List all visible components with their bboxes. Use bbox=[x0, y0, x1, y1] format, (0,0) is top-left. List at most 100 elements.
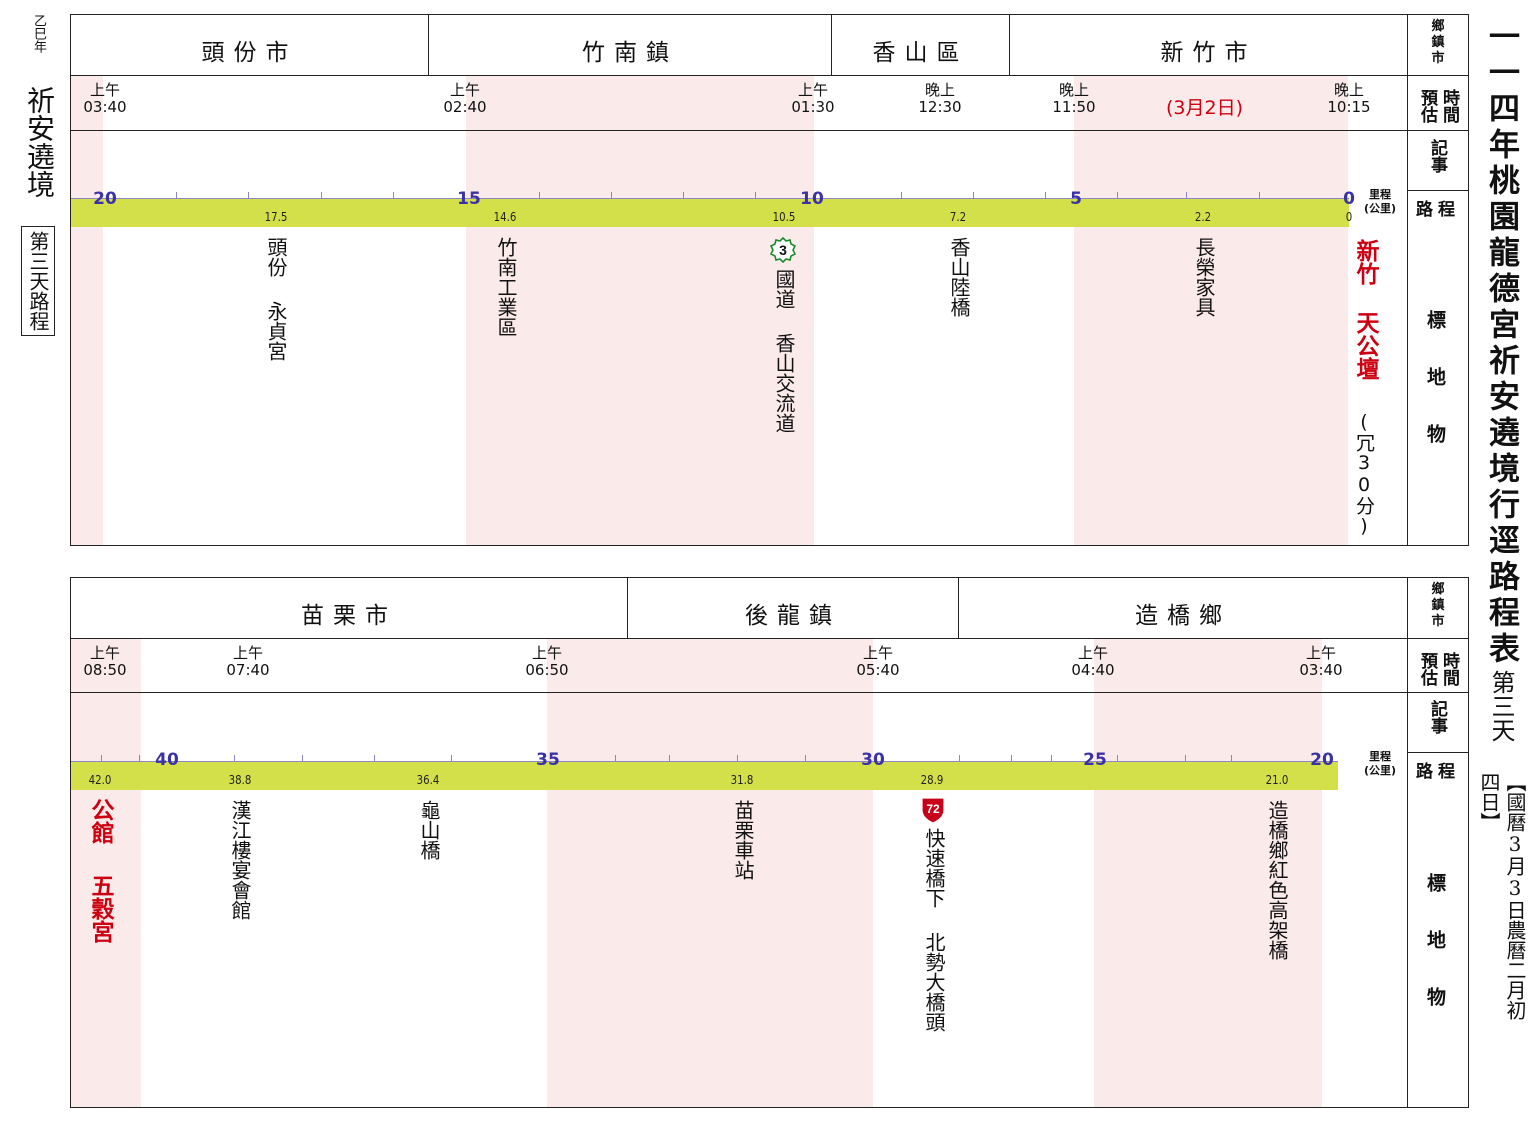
scale-tick bbox=[1117, 192, 1118, 199]
svg-text:3: 3 bbox=[779, 242, 787, 258]
divider bbox=[71, 130, 1468, 131]
district-label: 竹南鎮 bbox=[582, 40, 678, 66]
scale-tick bbox=[374, 755, 375, 762]
landmark: 竹南工業區 bbox=[494, 237, 518, 337]
divider bbox=[1407, 752, 1468, 753]
start-temple-line1: 新竹 bbox=[1352, 239, 1378, 285]
right-header: 一一四年桃園龍德宮祈安遶境行逕路程表 第三天 【國曆3月3日農曆二月初四日】 bbox=[1474, 14, 1532, 1114]
landmark: 長榮家具 bbox=[1192, 237, 1216, 317]
scale-tick bbox=[973, 192, 974, 199]
scale-tick bbox=[755, 192, 756, 199]
divider bbox=[428, 15, 429, 75]
scale-tick bbox=[737, 755, 738, 762]
time-band bbox=[547, 638, 873, 1107]
time-band bbox=[1094, 638, 1322, 1107]
landmark: 頭份 永貞宮 bbox=[264, 237, 288, 361]
landmark: 香山陸橋 bbox=[947, 237, 971, 317]
day-label: 第三天 bbox=[1487, 670, 1515, 742]
row-label-distance: 路程 bbox=[1416, 200, 1460, 220]
row-label-time: 時間預估 bbox=[1417, 89, 1459, 123]
scale-tick bbox=[1011, 755, 1012, 762]
divider bbox=[1407, 190, 1468, 191]
scale-tick bbox=[1185, 755, 1186, 762]
scale-tick bbox=[248, 192, 249, 199]
scale-tick bbox=[176, 192, 177, 199]
time-band bbox=[466, 75, 814, 545]
scale-tick bbox=[1117, 755, 1118, 762]
landmark: 造橋鄉紅色高架橋 bbox=[1265, 800, 1289, 960]
landmark: 漢江樓宴會館 bbox=[228, 800, 252, 920]
major-tick-label: 10 bbox=[800, 189, 824, 209]
distance-scale bbox=[71, 198, 1349, 199]
row-label-landmark: 標地物 bbox=[1424, 873, 1446, 1044]
scale-tick bbox=[1186, 192, 1187, 199]
year-label: 乙巳年 bbox=[31, 14, 46, 53]
scale-tick bbox=[901, 192, 902, 199]
scale-tick bbox=[1231, 755, 1232, 762]
scale-tick bbox=[234, 755, 235, 762]
end-temple-line2: 五穀宮 bbox=[87, 874, 113, 943]
km-value: 14.6 bbox=[493, 210, 517, 224]
distance-unit: 里程(公里) bbox=[1363, 188, 1397, 215]
left-header: 乙巳年 祈安遶境 第三天路程 bbox=[18, 14, 62, 374]
row-label-time: 時間預估 bbox=[1417, 652, 1459, 686]
main-title: 一一四年桃園龍德宮祈安遶境行逕路程表 bbox=[1483, 20, 1519, 668]
end-temple-line1: 公館 bbox=[87, 798, 113, 844]
divider bbox=[1009, 15, 1010, 75]
scale-tick bbox=[959, 755, 960, 762]
start-temple-line2: 天公壇 bbox=[1352, 311, 1378, 380]
km-value: 38.8 bbox=[228, 773, 252, 787]
major-tick-label: 15 bbox=[457, 189, 481, 209]
scale-tick bbox=[139, 755, 140, 762]
expressway-badge: 72 bbox=[920, 796, 946, 824]
landmark: 苗栗車站 bbox=[731, 800, 755, 880]
left-subtitle: 第三天路程 bbox=[21, 226, 55, 336]
km-value: 0 bbox=[1345, 210, 1353, 224]
divider bbox=[1407, 578, 1408, 1107]
major-tick-label: 40 bbox=[155, 750, 179, 770]
scale-tick bbox=[615, 755, 616, 762]
landmark: 龜山橋 bbox=[417, 800, 441, 860]
scale-tick bbox=[683, 192, 684, 199]
scale-tick bbox=[451, 755, 452, 762]
freeway-badge: 3 bbox=[769, 236, 797, 264]
row-label-notes: 記事 bbox=[1427, 700, 1447, 734]
km-value: 17.5 bbox=[264, 210, 288, 224]
date-label: 【國曆3月3日農曆二月初四日】 bbox=[1477, 772, 1527, 1020]
major-tick-label: 30 bbox=[861, 750, 885, 770]
major-tick-label: 20 bbox=[1310, 750, 1334, 770]
district-label: 新竹市 bbox=[1160, 40, 1257, 66]
left-title: 祈安遶境 bbox=[23, 86, 56, 198]
distance-scale bbox=[71, 761, 1338, 762]
landmark: 快速橋下 北勢大橋頭 bbox=[922, 828, 946, 1032]
divider bbox=[831, 15, 832, 75]
row-label-landmark: 標地物 bbox=[1424, 310, 1446, 481]
district-label: 頭份市 bbox=[201, 40, 298, 66]
row-label-district: 鄉鎮市 bbox=[1431, 582, 1445, 629]
landmark: 國道 香山交流道 bbox=[772, 269, 796, 433]
svg-text:72: 72 bbox=[926, 802, 940, 816]
row-label-distance: 路程 bbox=[1416, 762, 1460, 782]
divider bbox=[71, 75, 1468, 76]
divider bbox=[71, 692, 1468, 693]
route-bar bbox=[71, 762, 1338, 790]
district-label: 香山區 bbox=[872, 40, 969, 66]
km-value: 10.5 bbox=[772, 210, 796, 224]
major-tick-label: 20 bbox=[93, 189, 117, 209]
km-value: 7.2 bbox=[949, 210, 967, 224]
km-value: 31.8 bbox=[730, 773, 754, 787]
scale-tick bbox=[101, 755, 102, 762]
scale-tick bbox=[1045, 192, 1046, 199]
